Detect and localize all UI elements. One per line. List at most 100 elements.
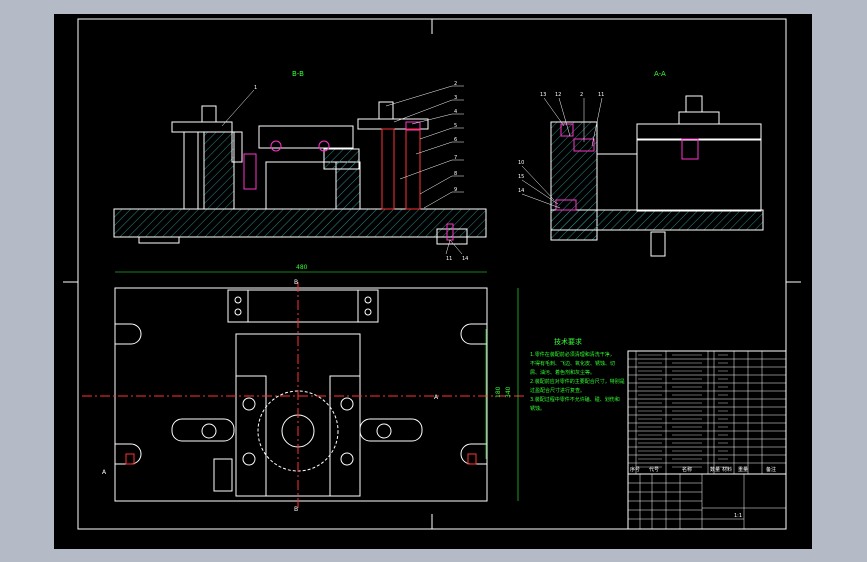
- center-screw-right: [318, 140, 330, 152]
- base-foot: [138, 236, 180, 244]
- slot-top-left: [115, 323, 142, 345]
- bom-header-cell: 数量: [710, 466, 720, 473]
- plan-left-arm: [171, 418, 235, 442]
- bracket-hole-2: [234, 308, 242, 316]
- front-section-view: B-B: [113, 70, 487, 262]
- balloon-number: 4: [454, 109, 457, 115]
- notes-line: 过盈配合尺寸进行复查。: [530, 387, 585, 394]
- center-top-block: [258, 125, 354, 149]
- plan-bracket-right-ear: [357, 289, 379, 323]
- side-body: [636, 138, 762, 212]
- notes-line: 2.装配前应对零件的主要配合尺寸，特别是: [530, 378, 625, 385]
- leader-line: [411, 113, 453, 125]
- notes-line: 不得有毛刺、飞边、氧化皮、锈蚀、切: [530, 360, 615, 367]
- leader-line: [419, 175, 453, 195]
- plan-bolt-3: [242, 452, 256, 466]
- side-base-section: [550, 209, 764, 231]
- bracket-hole-3: [364, 296, 372, 304]
- lower-clamp: [436, 228, 468, 245]
- center-right-support: [335, 161, 361, 210]
- slot-mark-left: [125, 453, 135, 465]
- leader-line: [423, 191, 453, 209]
- notes-lines: 1.零件在装配前必须清理和清洗干净，不得有毛刺、飞边、氧化皮、锈蚀、切屑、油污、…: [530, 351, 625, 412]
- side-top-plate: [636, 123, 762, 141]
- left-bolt: [183, 131, 199, 210]
- title-block-grid: [628, 474, 786, 529]
- left-support-block: [203, 131, 235, 210]
- base-plate-section: [113, 208, 487, 238]
- bom-rows: [628, 350, 786, 474]
- balloon-number: 1: [254, 85, 257, 91]
- balloon-number: 14: [462, 256, 468, 262]
- dim-length-text: 480: [296, 264, 308, 271]
- bom-header-cell: 序号: [630, 466, 640, 473]
- bom-header-cell: 重量: [738, 466, 748, 473]
- leader-line: [385, 85, 453, 107]
- left-pin: [231, 131, 243, 163]
- drawing-viewport[interactable]: B-B: [54, 14, 812, 549]
- assembly-drawing: B-B: [63, 18, 801, 530]
- bom-header-cell: 材料: [722, 466, 732, 473]
- plan-bolt-2: [340, 397, 354, 411]
- section-mark-right: A: [434, 394, 439, 401]
- plan-bolt-4: [340, 452, 354, 466]
- drawing-border: [77, 18, 787, 530]
- title-block-outer: [627, 350, 787, 530]
- plan-base-outline: [114, 287, 488, 502]
- leader-line: [449, 239, 463, 255]
- leader-line: [543, 97, 565, 127]
- plan-top-bracket: [227, 289, 379, 323]
- bom-header-cell: 备注: [766, 466, 776, 473]
- balloon-number: 15: [518, 174, 524, 180]
- leader-line: [419, 127, 453, 140]
- side-clamp: [678, 111, 720, 125]
- balloon-number: 7: [454, 155, 457, 161]
- bracket-hole-4: [364, 308, 372, 316]
- side-inner-block: [596, 153, 638, 211]
- right-nut: [378, 101, 394, 120]
- plan-view: 480 340 180 B B A A: [82, 264, 524, 513]
- balloon-number: 2: [580, 92, 583, 98]
- right-bolt: [381, 128, 395, 210]
- leader-line: [221, 89, 255, 127]
- balloon-number: 11: [598, 92, 604, 98]
- notes-title: 技术要求: [554, 337, 582, 346]
- plan-right-wall: [329, 375, 361, 497]
- leader-line: [521, 165, 555, 201]
- section-mark-top: B: [294, 279, 298, 286]
- front-view-label: B-B: [292, 70, 304, 78]
- center-screw-left: [270, 140, 282, 152]
- plan-right-arm-bolt: [376, 423, 392, 439]
- side-top-screw: [560, 123, 574, 137]
- side-nut: [685, 95, 703, 113]
- leader-line: [415, 141, 453, 155]
- plan-bracket-left-ear: [227, 289, 249, 323]
- balloon-number: 8: [454, 171, 457, 177]
- slot-mark-right: [467, 453, 477, 465]
- bom-header: 序号 代号 名称 数量材料重量 备注: [630, 466, 776, 473]
- balloon-number: 6: [454, 137, 457, 143]
- leader-line: [399, 159, 453, 180]
- notes-line: 1.零件在装配前必须清理和清洗干净，: [530, 351, 615, 358]
- title-block: 序号 代号 名称 数量材料重量 备注 1:1: [627, 350, 787, 530]
- bom-header-cell: 代号: [649, 466, 659, 473]
- balloon-number: 2: [454, 81, 457, 87]
- bom-header-cell: 名称: [682, 466, 692, 473]
- balloon-number: 5: [454, 123, 457, 129]
- notes-line: 3.装配过程中零件不允许磕、碰、划伤和: [530, 396, 620, 403]
- slot-top-right: [460, 323, 487, 345]
- bracket-hole-1: [234, 296, 242, 304]
- technical-notes: 技术要求 1.零件在装配前必须清理和清洗干净， 不得有毛刺、飞边、氧化皮、锈蚀、切…: [530, 337, 625, 412]
- title-block-scale: 1:1: [734, 513, 742, 519]
- balloon-number: 12: [555, 92, 561, 98]
- section-mark-left: A: [102, 469, 107, 476]
- section-mark-bottom: B: [294, 506, 298, 513]
- leader-line: [591, 97, 603, 147]
- left-top-clamp: [171, 121, 233, 133]
- balloon-number: 10: [518, 160, 524, 166]
- side-bottom-screw: [555, 199, 577, 211]
